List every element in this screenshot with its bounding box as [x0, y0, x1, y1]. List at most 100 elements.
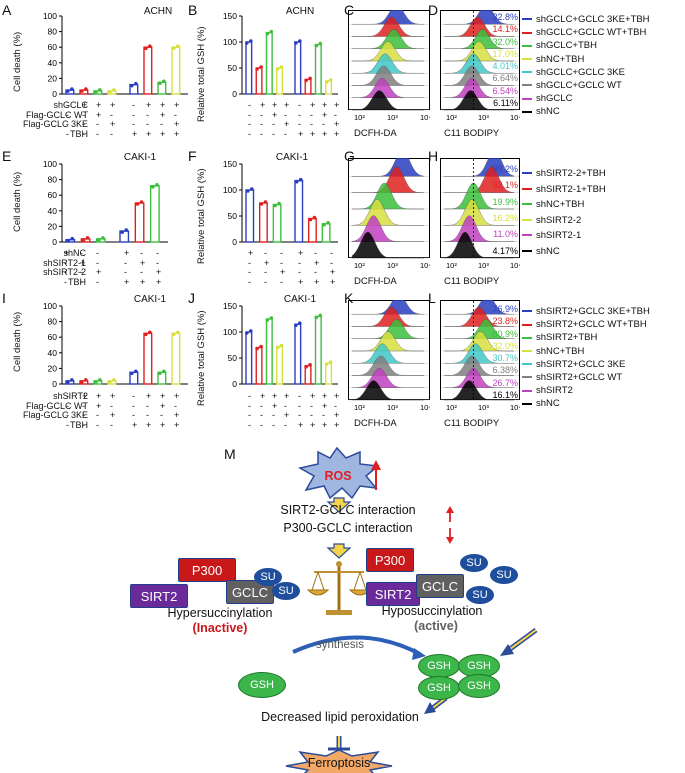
- x-tick-label: 10⁴: [510, 113, 520, 122]
- xlabel-h: C11 BODIPY: [444, 276, 500, 287]
- bar: [95, 236, 106, 243]
- condition-cell: +: [110, 119, 116, 129]
- condition-cell: -: [80, 248, 83, 258]
- condition-cell: -: [156, 257, 159, 268]
- condition-cell: -: [82, 410, 85, 420]
- condition-cell: -: [140, 248, 143, 258]
- percent-label: 23.8%: [492, 316, 518, 327]
- ytick-label: 20: [48, 221, 58, 231]
- bar: [143, 330, 153, 385]
- percent-label: 30.7%: [492, 353, 518, 363]
- condition-cell: +: [280, 267, 286, 277]
- ylabel-a: Cell death (%): [12, 31, 23, 92]
- condition-cell: +: [96, 267, 102, 277]
- condition-cell: +: [174, 391, 180, 401]
- xlabel-l: C11 BODIPY: [444, 418, 500, 429]
- bar: [324, 360, 333, 385]
- condition-cell: -: [124, 257, 127, 268]
- legend-label: shSIRT2: [536, 385, 573, 397]
- bar: [275, 343, 284, 385]
- percent-label: 6.64%: [492, 73, 518, 84]
- legend-item: shSIRT2+TBH: [522, 332, 597, 343]
- condition-cell: -: [140, 267, 143, 277]
- panel-label-j: J: [188, 290, 195, 306]
- decreased-lipid-peroxidation-text: Decreased lipid peroxidation: [261, 710, 419, 724]
- bar: [245, 39, 253, 95]
- bar: [143, 44, 153, 95]
- x-tick-label: 10²: [354, 261, 365, 270]
- condition-cell: -: [174, 109, 177, 120]
- gsh-cluster-1: GSH: [418, 654, 460, 678]
- ytick-label: 80: [48, 175, 58, 185]
- bar: [272, 201, 282, 243]
- histogram-trace: [349, 331, 429, 352]
- x-tick-label: 10³: [478, 403, 489, 412]
- bar: [245, 329, 253, 385]
- gclc-right: GCLC: [416, 574, 464, 598]
- ytick-label: 100: [223, 185, 237, 195]
- condition-cell: +: [160, 400, 166, 411]
- legend-label: shGCLC+GCLC WT+TBH: [536, 27, 647, 39]
- condition-cell: -: [248, 400, 251, 411]
- condition-cell: -: [330, 257, 333, 268]
- x-tick-label: 10³: [387, 403, 398, 412]
- condition-cell: +: [298, 276, 304, 287]
- legend-item: shGCLC: [522, 93, 572, 104]
- condition-cell: -: [160, 410, 163, 420]
- condition-cell: -: [284, 400, 287, 411]
- condition-cell: -: [310, 410, 313, 420]
- su-right-1: SU: [460, 554, 488, 572]
- condition-cell: -: [110, 109, 113, 120]
- p300-left: P300: [178, 558, 236, 582]
- ylabel-f: Relative total GSH (%): [196, 168, 207, 264]
- x-tick-label: 10²: [354, 113, 365, 122]
- legend-swatch: [522, 172, 532, 175]
- xlabel-c: DCFH-DA: [354, 128, 397, 139]
- legend-label: shSIRT2-2: [536, 214, 582, 226]
- condition-cell: +: [140, 276, 146, 287]
- legend-label: shSIRT2+TBH: [536, 332, 598, 344]
- ytick-label: 100: [43, 159, 57, 169]
- bar: [275, 65, 284, 95]
- bar: [119, 228, 130, 243]
- panel-label-g: G: [344, 148, 355, 164]
- legend-swatch: [522, 18, 532, 21]
- ylabel-e: Cell death (%): [12, 171, 23, 232]
- condition-cell: +: [174, 100, 180, 110]
- condition-cell: -: [272, 419, 275, 430]
- condition-row-label: shNC: [63, 248, 86, 258]
- condition-cell: +: [174, 128, 180, 139]
- legend-swatch: [522, 249, 532, 252]
- condition-cell: -: [260, 419, 263, 430]
- condition-cell: +: [314, 257, 320, 268]
- condition-cell: +: [64, 248, 70, 258]
- ytick-label: 0: [52, 379, 57, 388]
- condition-cell: +: [160, 128, 166, 139]
- condition-cell: +: [160, 419, 166, 430]
- condition-cell: +: [132, 128, 138, 139]
- legend-item: shGCLC+GCLC 3KE: [522, 67, 625, 78]
- condition-cell: -: [248, 100, 251, 110]
- legend-item: shSIRT2: [522, 385, 573, 396]
- condition-row-label: shGCLC: [53, 100, 88, 110]
- condition-cell: -: [96, 410, 99, 420]
- x-tick-label: 10³: [387, 113, 398, 122]
- bar: [171, 330, 181, 385]
- gsh-single: GSH: [238, 672, 286, 698]
- histogram-trace: [349, 158, 429, 177]
- ytick-label: 100: [223, 327, 237, 337]
- histogram-trace: [441, 231, 519, 259]
- legend-label: shSIRT2+GCLC WT+TBH: [536, 319, 647, 331]
- ytick-label: 50: [228, 353, 238, 363]
- bar: [294, 39, 302, 95]
- condition-cell: -: [330, 248, 333, 258]
- bar: [65, 87, 75, 95]
- chart-title-a: ACHN: [143, 6, 173, 17]
- condition-cell: +: [272, 100, 278, 110]
- percent-label: 6.54%: [492, 85, 518, 96]
- condition-cell: +: [334, 119, 340, 129]
